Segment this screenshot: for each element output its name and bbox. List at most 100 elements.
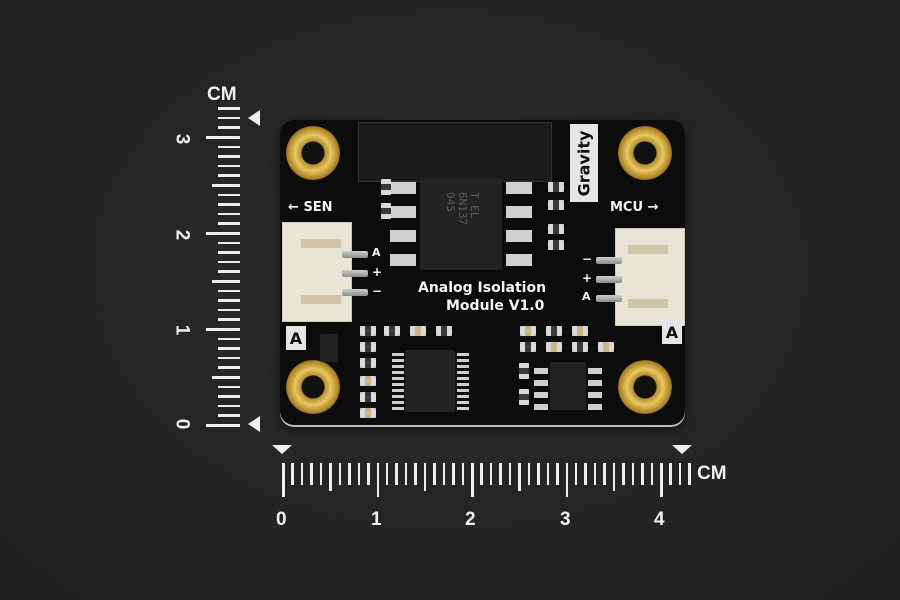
- smd-component: [381, 179, 391, 195]
- mounting-hole-icon: [618, 126, 672, 180]
- ruler-tick: [206, 328, 240, 331]
- ruler-tick: [218, 337, 240, 341]
- ruler-tick: [212, 280, 240, 283]
- ruler-tick: [518, 463, 521, 491]
- mcu-connector[interactable]: [615, 228, 685, 326]
- ruler-tick: [357, 463, 361, 485]
- smd-component: [572, 342, 588, 352]
- analog-badge-right: A: [662, 320, 682, 344]
- ruler-tick: [206, 136, 240, 139]
- mcu-label: MCU →: [610, 200, 659, 215]
- ruler-tick: [404, 463, 408, 485]
- pin-label: A: [372, 246, 381, 259]
- ruler-tick: [218, 155, 240, 158]
- ruler-tick: [218, 241, 240, 245]
- mounting-hole-icon: [286, 360, 340, 414]
- ruler-tick: [688, 463, 691, 485]
- ruler-tick: [395, 463, 398, 485]
- ruler-tick: [218, 222, 240, 225]
- ruler-tick: [631, 463, 635, 485]
- ruler-tick: [367, 463, 370, 485]
- ruler-tick: [622, 463, 625, 485]
- ruler-tick: [218, 289, 240, 293]
- ruler-tick: [423, 463, 427, 491]
- ruler-tick: [471, 463, 474, 497]
- ruler-tick: [452, 463, 455, 485]
- vertical-ruler-unit: CM: [207, 84, 237, 105]
- ruler-tick: [442, 463, 446, 485]
- ruler-tick: [218, 347, 240, 350]
- ruler-tick: [218, 203, 240, 206]
- ruler-marker-bottom-icon: [248, 416, 260, 432]
- smd-component: [598, 342, 614, 352]
- ruler-tick: [218, 260, 240, 264]
- chip-marking: T EL 6N137 045: [444, 192, 481, 226]
- ruler-tick: [612, 463, 616, 491]
- gravity-label: Gravity: [570, 124, 598, 202]
- ruler-tick: [565, 463, 568, 497]
- smd-component: [520, 326, 536, 336]
- smd-component: [360, 358, 376, 368]
- arrow-left-icon: ←: [288, 200, 299, 215]
- horizontal-ruler-number: 4: [654, 509, 665, 530]
- ruler-tick: [218, 251, 240, 254]
- connector-pin: [596, 257, 622, 264]
- ruler-tick: [319, 463, 323, 485]
- ruler-tick: [537, 463, 540, 485]
- ruler-tick: [603, 463, 606, 485]
- ruler-tick: [556, 463, 559, 485]
- ruler-tick: [212, 184, 240, 187]
- ruler-tick: [489, 463, 493, 485]
- ruler-tick: [329, 463, 332, 491]
- smd-component: [436, 326, 452, 336]
- ruler-tick: [546, 463, 550, 485]
- ruler-tick: [300, 463, 304, 485]
- ruler-tick: [218, 404, 240, 408]
- ruler-tick: [414, 463, 417, 485]
- ruler-tick: [480, 463, 483, 485]
- vertical-ruler-number: 1: [171, 324, 193, 336]
- ruler-marker-left-icon: [272, 445, 292, 454]
- vertical-ruler-number: 3: [171, 133, 193, 145]
- ruler-tick: [218, 107, 240, 110]
- smd-component: [546, 326, 562, 336]
- smd-component: [519, 363, 529, 379]
- connector-pin: [342, 270, 368, 277]
- ruler-tick: [218, 366, 240, 369]
- ruler-tick: [660, 463, 663, 497]
- horizontal-ruler-number: 2: [465, 509, 476, 530]
- ruler-tick: [291, 463, 294, 485]
- mounting-hole-icon: [286, 126, 340, 180]
- ruler-tick: [218, 212, 240, 216]
- sen-label: ← SEN: [288, 200, 333, 215]
- vertical-ruler-number: 0: [171, 418, 193, 430]
- board-title-line1: Analog Isolation: [418, 280, 547, 296]
- ruler-tick: [385, 463, 389, 485]
- horizontal-ruler-number: 3: [560, 509, 571, 530]
- smd-component: [546, 342, 562, 352]
- smd-component: [360, 326, 376, 336]
- analog-badge-left: A: [286, 326, 306, 350]
- ruler-tick: [218, 145, 240, 149]
- ruler-tick: [584, 463, 587, 485]
- smd-component: [548, 224, 564, 234]
- pcb-board: Gravity ← SEN MCU → A + − − + A A A T EL…: [280, 120, 685, 425]
- smd-component: [410, 326, 426, 336]
- ruler-tick: [212, 376, 240, 379]
- ruler-marker-right-icon: [672, 445, 692, 454]
- ruler-tick: [527, 463, 531, 485]
- ruler-tick: [218, 395, 240, 398]
- ruler-tick: [218, 174, 240, 177]
- smd-component: [360, 342, 376, 352]
- smd-component: [519, 389, 529, 405]
- ruler-tick: [218, 193, 240, 197]
- tssop-chip: [405, 350, 455, 412]
- board-title-line2: Module V1.0: [446, 298, 545, 314]
- ruler-tick: [348, 463, 351, 485]
- smd-component: [548, 240, 564, 250]
- sen-connector[interactable]: [282, 222, 352, 322]
- smd-component: [384, 326, 400, 336]
- ruler-tick: [218, 318, 240, 321]
- pin-label: +: [372, 265, 383, 279]
- ruler-marker-top-icon: [248, 110, 260, 126]
